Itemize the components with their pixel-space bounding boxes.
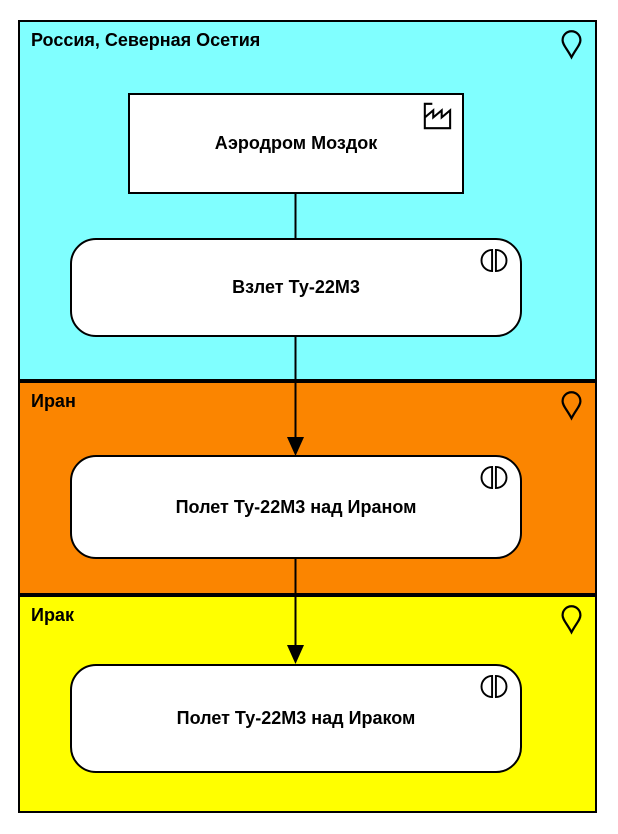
region-label-iraq: Ирак [31,605,74,625]
node-label: Взлет Ту-22М3 [232,277,360,297]
region-label-russia: Россия, Северная Осетия [31,30,261,50]
node-label: Аэродром Моздок [214,133,378,153]
node-takeoff-tu22m3[interactable]: Взлет Ту-22М3 [70,238,522,337]
node-label: Полет Ту-22М3 над Ираком [176,708,416,728]
split-circle-icon [480,674,508,699]
split-circle-icon [480,465,508,490]
node-flight-over-iran[interactable]: Полет Ту-22М3 над Ираном [70,455,522,559]
location-pin-icon [560,390,583,421]
location-pin-icon [560,604,583,635]
region-label-iran: Иран [31,391,76,411]
node-flight-over-iraq[interactable]: Полет Ту-22М3 над Ираком [70,664,522,773]
node-label: Полет Ту-22М3 над Ираном [175,496,417,517]
node-airfield-mozdok[interactable]: Аэродром Моздок [128,93,464,194]
split-circle-icon [480,248,508,273]
location-pin-icon [560,29,583,60]
factory-icon [420,101,454,131]
